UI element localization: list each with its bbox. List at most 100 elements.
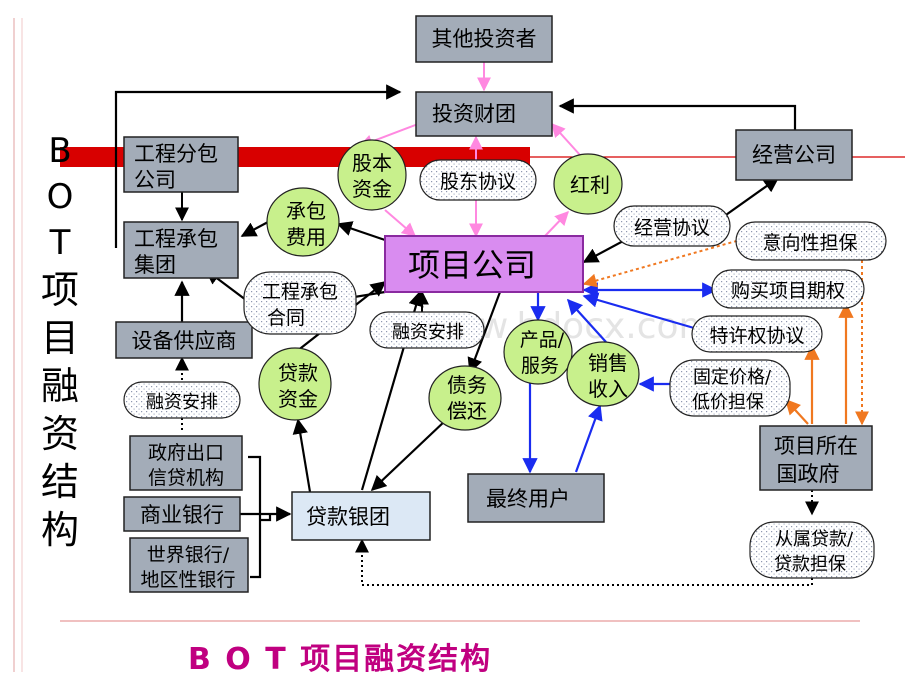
- svg-text:资金: 资金: [352, 177, 392, 201]
- svg-text:公司: 公司: [134, 168, 176, 192]
- vertical-title-char: O: [46, 177, 74, 217]
- box-commercial-bank: 商业银行: [123, 496, 241, 532]
- box-export-credit: 政府出口 信贷机构: [129, 435, 243, 491]
- circle-contract-fee: 承包 费用: [266, 187, 340, 257]
- svg-text:信贷机构: 信贷机构: [148, 467, 224, 489]
- arrow-repay-to-syndicate: [370, 419, 447, 492]
- vertical-title-char: 结: [40, 460, 79, 504]
- svg-text:地区性银行: 地区性银行: [140, 569, 235, 591]
- svg-text:费用: 费用: [286, 225, 326, 249]
- box-project-company: 项目公司: [384, 235, 584, 293]
- scroll-fixed-price-guarantee: 固定价格/ 低价担保: [669, 359, 791, 417]
- box-host-government: 项目所在 国政府: [759, 425, 873, 491]
- circle-sales-revenue: 销售 收入: [566, 341, 640, 407]
- arrow-sales-to-project: [566, 298, 607, 343]
- svg-text:工程分包: 工程分包: [134, 142, 218, 166]
- svg-text:贷款担保: 贷款担保: [774, 554, 846, 575]
- svg-text:经营公司: 经营公司: [752, 143, 836, 167]
- vertical-title-char: 项: [40, 268, 79, 312]
- svg-text:合同: 合同: [267, 307, 305, 329]
- circle-debt-repayment: 债务 偿还: [428, 365, 502, 431]
- scroll-financing-arrangement-banks: 融资安排: [123, 381, 241, 419]
- scroll-construction-contract: 工程承包 合同: [243, 271, 357, 335]
- svg-text:股本: 股本: [352, 151, 392, 175]
- box-operating-company: 经营公司: [735, 129, 853, 181]
- scroll-subordinated-loan: 从属贷款/ 贷款担保: [749, 521, 875, 579]
- scroll-purchase-option: 购买项目期权: [711, 269, 865, 309]
- svg-text:工程承包: 工程承包: [262, 281, 338, 303]
- scroll-concession-agreement: 特许权协议: [691, 315, 823, 353]
- svg-text:项目公司: 项目公司: [408, 246, 536, 284]
- arrow-contractor-to-consortium: [114, 84, 402, 248]
- arrow-operating-to-consortium: [558, 98, 797, 130]
- arrow-concession: [582, 292, 695, 330]
- box-loan-syndicate: 贷款银团: [291, 491, 431, 541]
- box-world-bank: 世界银行/ 地区性银行: [129, 537, 249, 593]
- svg-text:商业银行: 商业银行: [140, 503, 224, 527]
- svg-text:销售: 销售: [588, 351, 628, 375]
- footer-title: B O T 项目融资结构: [188, 642, 493, 677]
- arrow-gov-to-fixed: [784, 398, 809, 425]
- svg-text:工程承包: 工程承包: [134, 227, 218, 251]
- arrow-syndicate-to-loan: [292, 418, 312, 493]
- vertical-title-char: 融: [40, 364, 79, 408]
- svg-text:收入: 收入: [588, 377, 628, 401]
- bracket-banks: [248, 455, 262, 579]
- svg-text:固定价格/: 固定价格/: [693, 367, 772, 388]
- svg-text:最终用户: 最终用户: [486, 487, 570, 511]
- box-other-investors: 其他投资者: [415, 15, 553, 63]
- svg-text:经营协议: 经营协议: [634, 217, 710, 239]
- svg-text:购买项目期权: 购买项目期权: [731, 280, 845, 302]
- svg-text:设备供应商: 设备供应商: [132, 329, 237, 353]
- vertical-title-char: 构: [40, 508, 79, 552]
- circle-products-services: 产品/ 服务: [503, 319, 573, 385]
- circle-loan-funds: 贷款 资金: [258, 347, 332, 421]
- svg-text:产品/: 产品/: [520, 329, 565, 351]
- svg-text:意向性担保: 意向性担保: [762, 232, 857, 254]
- circle-dividend: 红利: [553, 153, 623, 215]
- svg-text:贷款: 贷款: [278, 361, 318, 385]
- svg-text:项目所在: 项目所在: [774, 434, 858, 458]
- scroll-shareholder-agreement: 股东协议: [419, 159, 537, 201]
- arrow-project-to-fee: [336, 221, 386, 242]
- svg-text:红利: 红利: [570, 173, 610, 197]
- svg-text:偿还: 偿还: [447, 399, 487, 423]
- vertical-title-char: 目: [40, 316, 79, 360]
- svg-text:国政府: 国政府: [777, 462, 840, 486]
- svg-text:股东协议: 股东协议: [440, 171, 516, 193]
- svg-text:世界银行/: 世界银行/: [147, 544, 230, 566]
- svg-text:服务: 服务: [521, 355, 559, 377]
- svg-text:集团: 集团: [134, 253, 176, 277]
- box-subcontractor: 工程分包 公司: [123, 136, 239, 193]
- arrow-user-to-sales: [574, 404, 603, 473]
- circle-equity-capital: 股本 资金: [337, 139, 407, 211]
- box-investment-consortium: 投资财团: [415, 91, 553, 137]
- scroll-financing-arrangement-main: 融资安排: [369, 311, 485, 349]
- arrow-project-to-repay: [467, 291, 502, 374]
- arrow-equity-to-project: [384, 209, 417, 237]
- arrow-fee-to-contractor: [240, 221, 269, 237]
- box-contractor-group: 工程承包 集团: [123, 221, 239, 279]
- svg-text:政府出口: 政府出口: [148, 442, 224, 464]
- box-equipment-supplier: 设备供应商: [115, 321, 253, 359]
- svg-text:投资财团: 投资财团: [432, 102, 516, 126]
- arrow-project-to-dividend: [544, 210, 569, 237]
- svg-text:特许权协议: 特许权协议: [709, 325, 804, 347]
- svg-text:低价担保: 低价担保: [692, 392, 764, 413]
- svg-text:贷款银团: 贷款银团: [306, 505, 390, 529]
- svg-text:债务: 债务: [447, 373, 487, 397]
- vertical-title-char: T: [49, 223, 71, 263]
- svg-text:承包: 承包: [286, 199, 326, 223]
- svg-text:融资安排: 融资安排: [392, 322, 464, 343]
- svg-text:其他投资者: 其他投资者: [432, 27, 537, 51]
- svg-text:从属贷款/: 从属贷款/: [775, 529, 854, 550]
- svg-text:资金: 资金: [278, 387, 318, 411]
- scroll-intent-guarantee: 意向性担保: [735, 221, 887, 261]
- vertical-title-char: 资: [40, 412, 79, 456]
- vertical-title-char: B: [48, 131, 72, 171]
- svg-text:融资安排: 融资安排: [146, 392, 218, 413]
- arrow-dividend-to-consortium: [551, 122, 581, 156]
- dotted-subloan-to-syndicate: [355, 538, 813, 586]
